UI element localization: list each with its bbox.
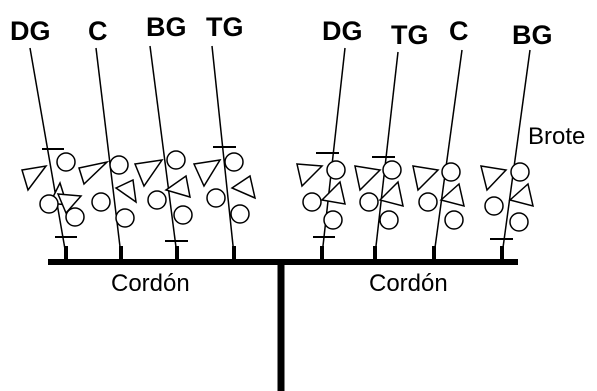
label-left-2: C bbox=[88, 16, 108, 46]
cluster-left-4 bbox=[192, 152, 257, 224]
cordon-label-left: Cordón bbox=[111, 270, 190, 297]
cluster-left-1 bbox=[21, 152, 110, 227]
shoot-left-2 bbox=[95, 47, 122, 256]
cluster-right-3 bbox=[412, 162, 466, 230]
label-left-3: BG bbox=[146, 12, 187, 42]
label-left-4: TG bbox=[206, 12, 244, 42]
label-right-2: TG bbox=[391, 20, 429, 50]
shoot-right-2 bbox=[374, 51, 399, 256]
bud-label: Brote bbox=[528, 123, 585, 150]
cluster-right-2 bbox=[354, 160, 404, 230]
label-right-1: DG bbox=[322, 16, 363, 46]
cluster-right-4 bbox=[479, 162, 535, 232]
cluster-left-2 bbox=[91, 155, 137, 228]
shoots bbox=[29, 45, 531, 256]
cordon-label-right: Cordón bbox=[369, 270, 448, 297]
shoot-left-4 bbox=[211, 45, 235, 256]
shoot-left-3 bbox=[149, 45, 178, 256]
shoot-right-3 bbox=[433, 49, 463, 256]
shoot-right-4 bbox=[501, 49, 531, 256]
spurs bbox=[64, 246, 504, 262]
label-left-1: DG bbox=[10, 16, 51, 46]
label-right-3: C bbox=[449, 16, 469, 46]
cluster-left-3 bbox=[133, 150, 193, 225]
label-right-4: BG bbox=[512, 20, 553, 50]
cluster-right-1 bbox=[296, 160, 346, 230]
shoot-left-1 bbox=[29, 47, 67, 256]
tie-marks bbox=[42, 146, 513, 242]
